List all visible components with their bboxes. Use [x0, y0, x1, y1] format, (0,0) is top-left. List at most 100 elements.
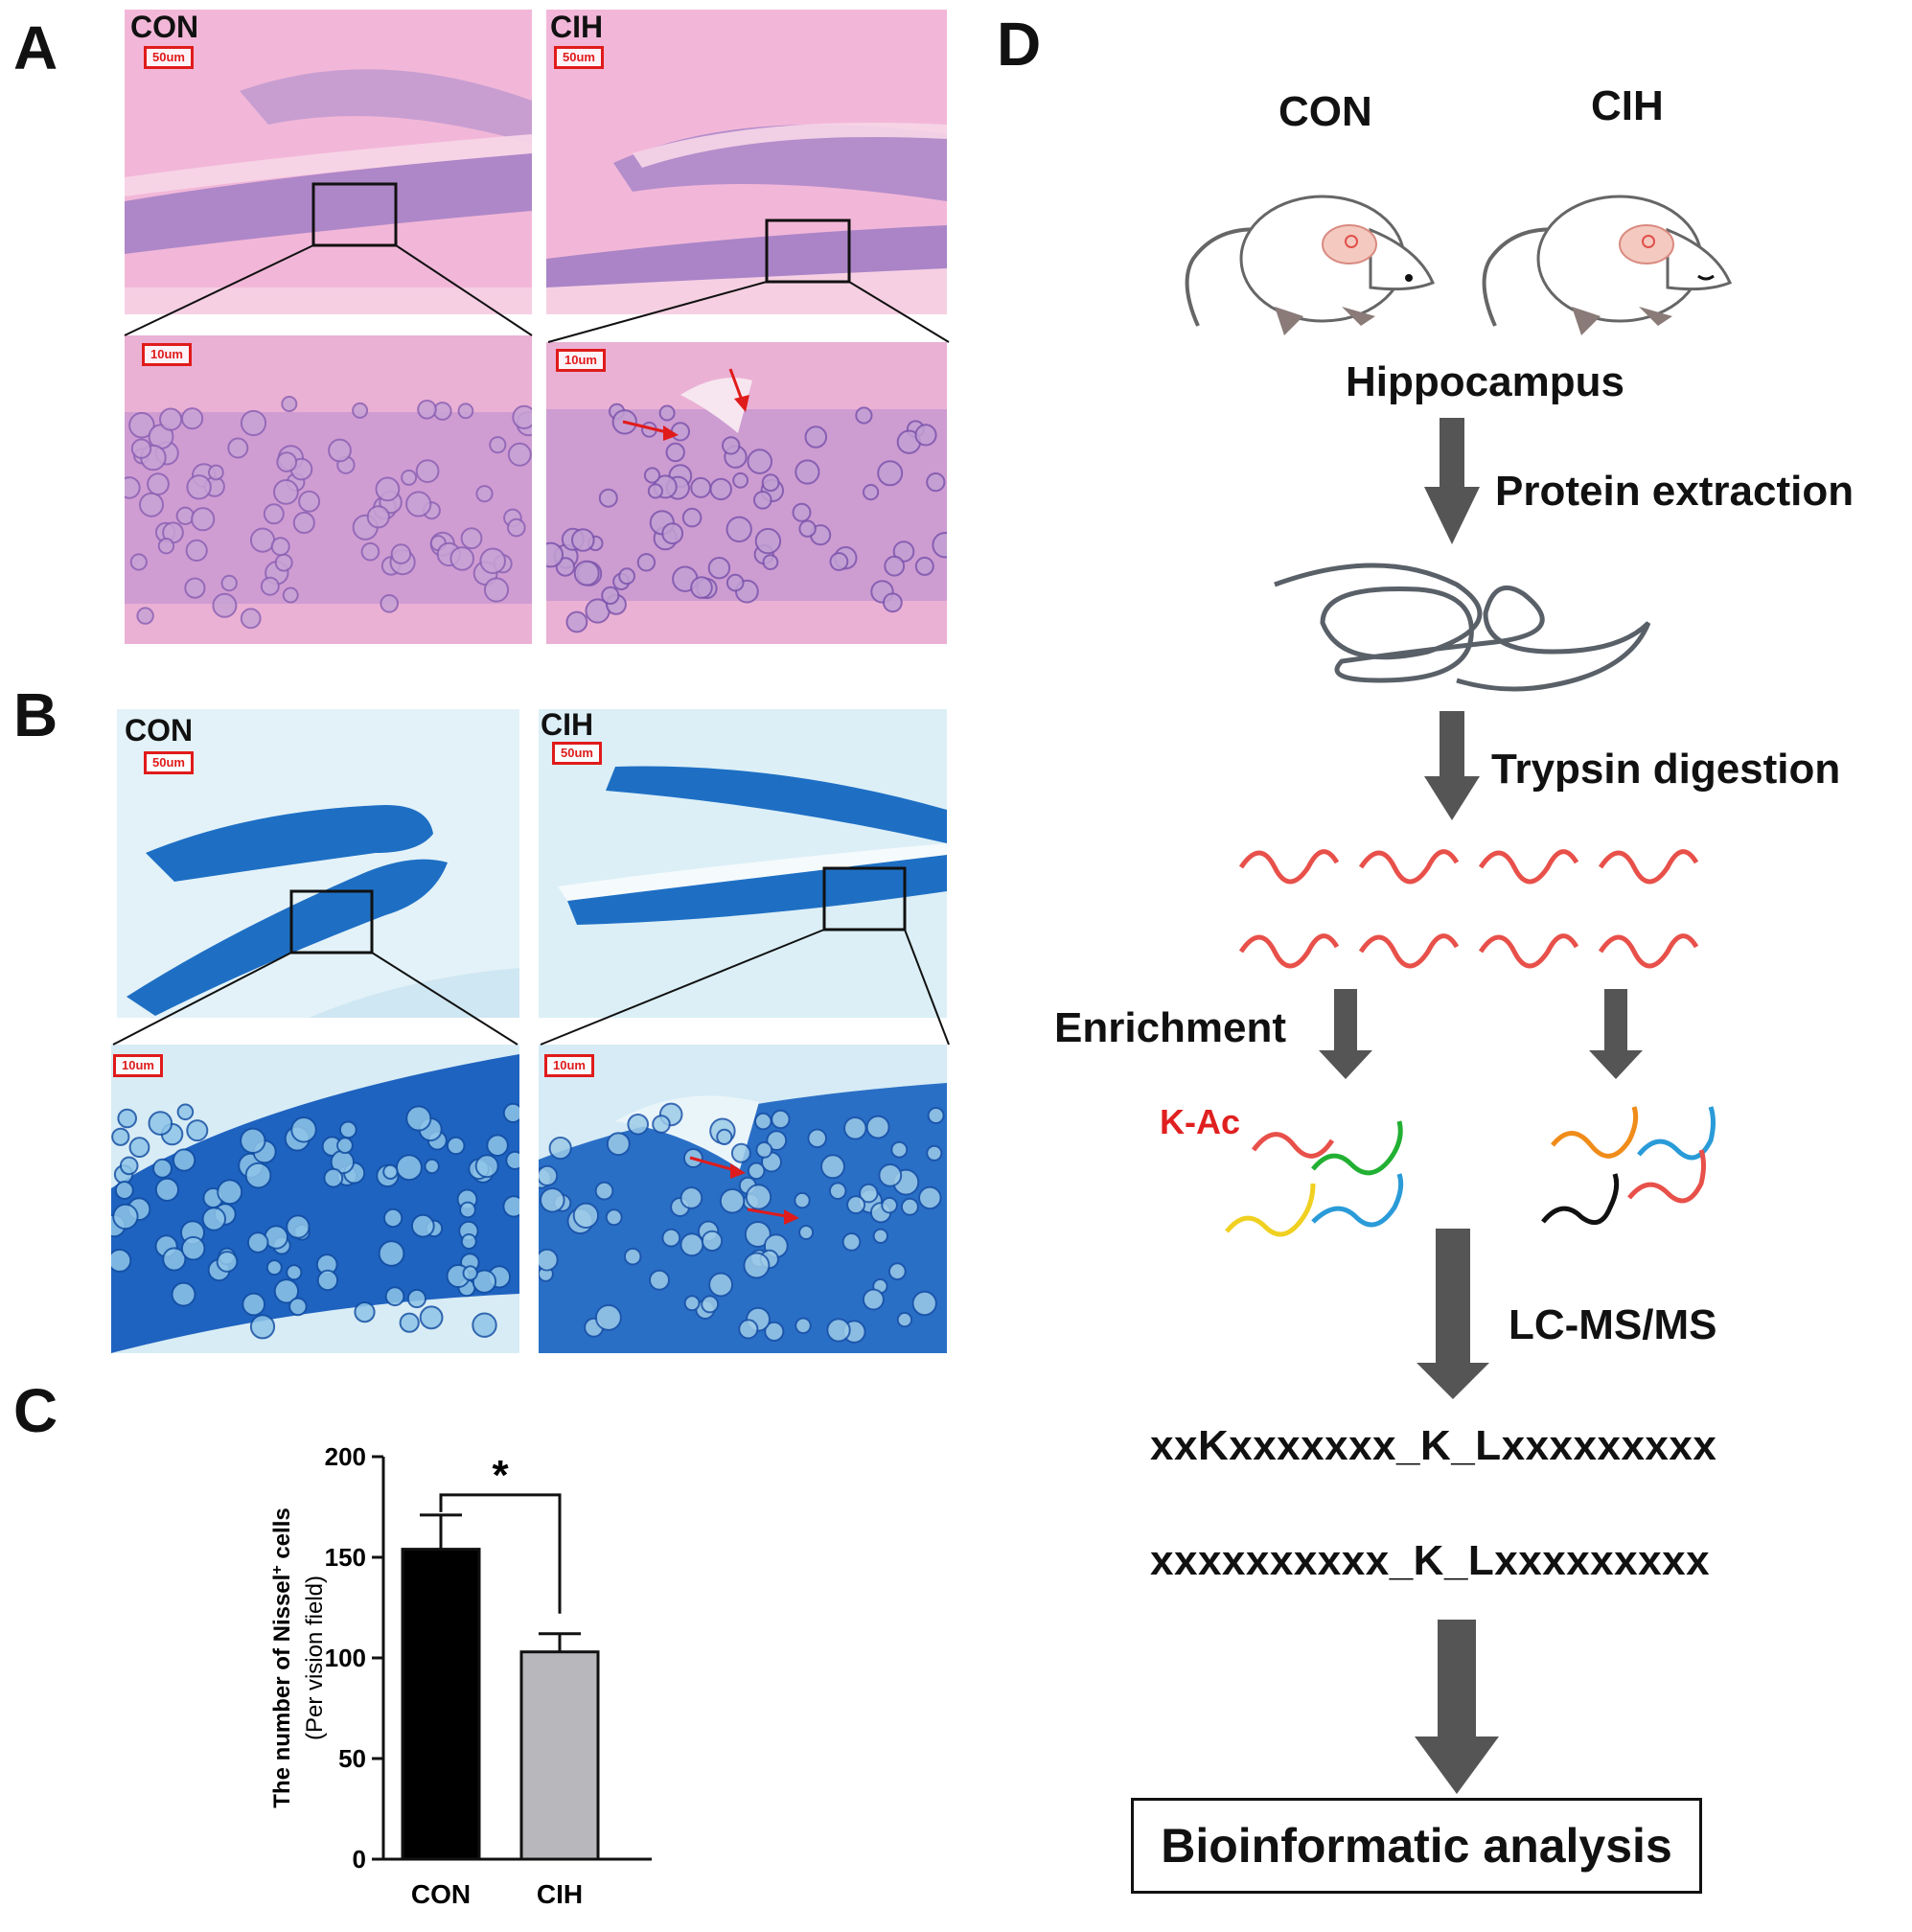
cell-nucleus — [747, 1162, 766, 1181]
sequence-2: xxxxxxxxxx_K_Lxxxxxxxxx — [1150, 1537, 1711, 1584]
cell-nucleus — [890, 1140, 909, 1159]
he-stain-con-high-image — [125, 335, 532, 644]
cell-nucleus — [395, 1154, 423, 1182]
cell-nucleus — [130, 438, 152, 459]
cell-nucleus — [328, 438, 352, 463]
cell-nucleus — [157, 538, 175, 555]
cell-nucleus — [457, 402, 474, 420]
cell-nucleus — [208, 464, 224, 481]
cell-nucleus — [932, 532, 947, 559]
cell-nucleus — [865, 1115, 890, 1139]
cell-nucleus — [154, 1177, 180, 1202]
cell-nucleus — [171, 1281, 196, 1307]
cell-nucleus — [719, 1187, 746, 1214]
cell-nucleus — [148, 1111, 173, 1136]
cell-nucleus — [896, 1311, 913, 1328]
he-con-label: CON — [130, 10, 199, 44]
cell-nucleus — [125, 476, 141, 499]
cell-nucleus — [220, 574, 238, 592]
cell-nucleus — [489, 436, 507, 454]
cell-nucleus — [512, 404, 532, 429]
panel-b-letter: B — [13, 680, 58, 749]
mouse-cih-illustration — [1482, 195, 1732, 335]
cell-nucleus — [380, 594, 400, 613]
cell-nucleus — [716, 1128, 733, 1146]
cell-nucleus — [571, 528, 595, 552]
cell-nucleus — [623, 1247, 642, 1266]
cell-nucleus — [792, 502, 812, 522]
cell-nucleus — [217, 1179, 243, 1206]
cell-nucleus — [771, 1109, 791, 1130]
protein-tangle-illustration — [1274, 563, 1651, 692]
cell-nucleus — [111, 1248, 132, 1273]
workflow-cih-label: CIH — [1591, 82, 1664, 129]
cell-nucleus — [405, 1105, 432, 1132]
cell-nucleus — [755, 1141, 773, 1159]
enrichment-label: Enrichment — [1054, 1004, 1287, 1051]
cell-nucleus — [708, 1272, 734, 1298]
cell-nucleus — [162, 1247, 187, 1272]
cell-nucleus — [594, 1303, 622, 1331]
cell-nucleus — [681, 507, 703, 528]
cell-nucleus — [877, 460, 904, 487]
cell-nucleus — [846, 1195, 866, 1215]
cell-nucleus — [926, 472, 946, 493]
cell-nucleus — [647, 483, 664, 499]
cell-nucleus — [754, 527, 782, 555]
panel-a-letter: A — [13, 13, 58, 82]
cell-nucleus — [887, 1262, 907, 1281]
cell-nucleus — [680, 1186, 703, 1209]
cell-nucleus — [382, 1208, 403, 1229]
cell-nucleus — [829, 552, 849, 571]
cell-nucleus — [661, 522, 684, 545]
nissl-cih-high-svg — [539, 1045, 947, 1353]
peptide-wave — [1238, 933, 1340, 969]
cell-nucleus — [298, 490, 321, 513]
cell-nucleus — [540, 1187, 565, 1213]
cell-nucleus — [652, 1115, 671, 1134]
cell-nucleus — [641, 421, 657, 438]
he-cih-scale-50: 50um — [554, 46, 604, 69]
cell-nucleus — [384, 1286, 405, 1307]
cell-nucleus — [112, 1203, 139, 1230]
cell-nucleus — [176, 1103, 195, 1121]
y-tick-label: 150 — [325, 1543, 366, 1572]
cell-nucleus — [573, 560, 600, 586]
cell-nucleus — [366, 505, 390, 529]
cell-nucleus — [743, 1252, 771, 1279]
cell-nucleus — [265, 1259, 283, 1276]
he-cih-high-svg — [546, 342, 947, 644]
cell-nucleus — [665, 442, 685, 463]
cell-nucleus — [117, 1108, 138, 1129]
cell-nucleus — [507, 442, 532, 467]
cell-nucleus — [336, 1137, 354, 1155]
lc-ms-label: LC-MS/MS — [1509, 1301, 1717, 1348]
cell-nucleus — [572, 1202, 600, 1230]
enriched-peptides — [1225, 1106, 1716, 1237]
cell-nucleus — [892, 540, 915, 563]
cell-nucleus — [240, 608, 262, 630]
arrow-to-bioinformatics — [1415, 1620, 1499, 1794]
mouse-con-illustration — [1185, 195, 1435, 335]
nissl-cih-label: CIH — [541, 707, 594, 742]
arrow-to-lcms — [1417, 1229, 1489, 1399]
peptide-fragments — [1238, 849, 1699, 969]
he-con-scale-10: 10um — [142, 343, 192, 366]
cell-nucleus — [186, 1119, 209, 1142]
cell-nucleus — [273, 1278, 300, 1304]
cell-nucleus — [606, 1132, 631, 1157]
cell-nucleus — [111, 1127, 130, 1146]
panel-d-letter: D — [997, 10, 1042, 79]
cell-nucleus — [191, 507, 216, 532]
protein-extraction-label: Protein extraction — [1495, 468, 1854, 515]
cell-nucleus — [479, 547, 507, 575]
nissl-con-label: CON — [125, 713, 194, 748]
significance-bracket — [439, 1493, 562, 1614]
hippocampus-label: Hippocampus — [1346, 358, 1624, 405]
cell-nucleus — [539, 1164, 559, 1186]
cell-nucleus — [605, 1208, 623, 1227]
cell-nucleus — [216, 1251, 239, 1273]
bioinformatic-analysis-box: Bioinformatic analysis — [1131, 1798, 1702, 1894]
cell-nucleus — [274, 553, 293, 572]
